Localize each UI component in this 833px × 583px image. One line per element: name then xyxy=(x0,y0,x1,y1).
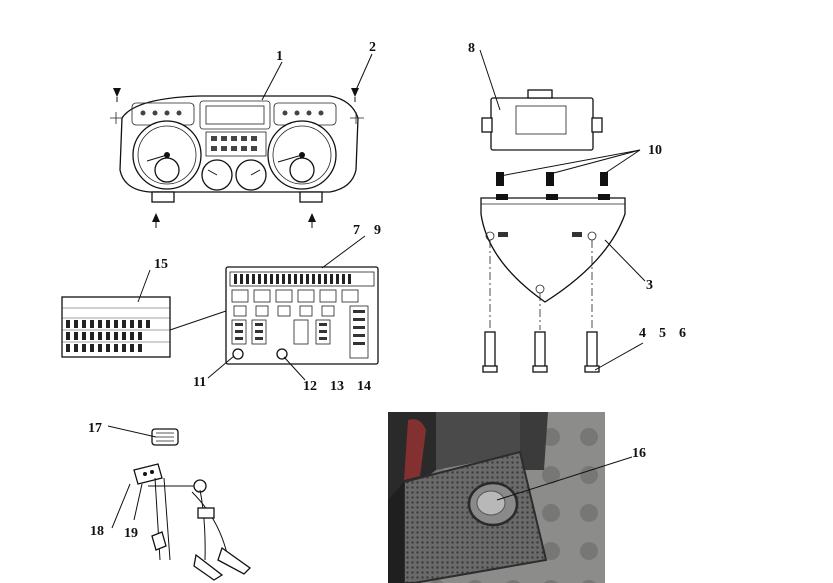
callout-5: 5 xyxy=(659,326,666,341)
fuse-relay-box xyxy=(225,266,379,365)
callout-11: 11 xyxy=(193,375,206,390)
callout-18: 18 xyxy=(90,524,104,539)
callout-19: 19 xyxy=(124,526,138,541)
callout-3: 3 xyxy=(646,278,653,293)
callout-4: 4 xyxy=(639,326,646,341)
cluster-screws xyxy=(113,88,359,228)
callout-14: 14 xyxy=(357,379,371,394)
callout-12: 12 xyxy=(303,379,317,394)
callout-2: 2 xyxy=(369,40,376,55)
callout-1: 1 xyxy=(276,49,283,64)
fuse-label-sheet xyxy=(61,296,171,358)
controller-module xyxy=(481,89,603,151)
callout-8: 8 xyxy=(468,41,475,56)
callout-7: 7 xyxy=(353,223,360,238)
mounting-bracket xyxy=(480,194,626,330)
callout-labels: 1 2 8 10 3 4 5 6 7 9 15 11 12 13 14 17 1… xyxy=(88,40,686,541)
callout-17: 17 xyxy=(88,421,102,436)
callout-16: 16 xyxy=(632,446,646,461)
bracket-bolts xyxy=(482,331,600,373)
callout-15: 15 xyxy=(154,257,168,272)
callout-13: 13 xyxy=(330,379,344,394)
leader-lines xyxy=(107,49,646,529)
callout-9: 9 xyxy=(374,223,381,238)
callout-6: 6 xyxy=(679,326,686,341)
callout-10: 10 xyxy=(648,143,662,158)
pedal-assembly xyxy=(133,428,252,581)
bracket-screws xyxy=(496,172,608,186)
installation-photo xyxy=(388,412,605,583)
instrument-cluster xyxy=(110,95,364,203)
